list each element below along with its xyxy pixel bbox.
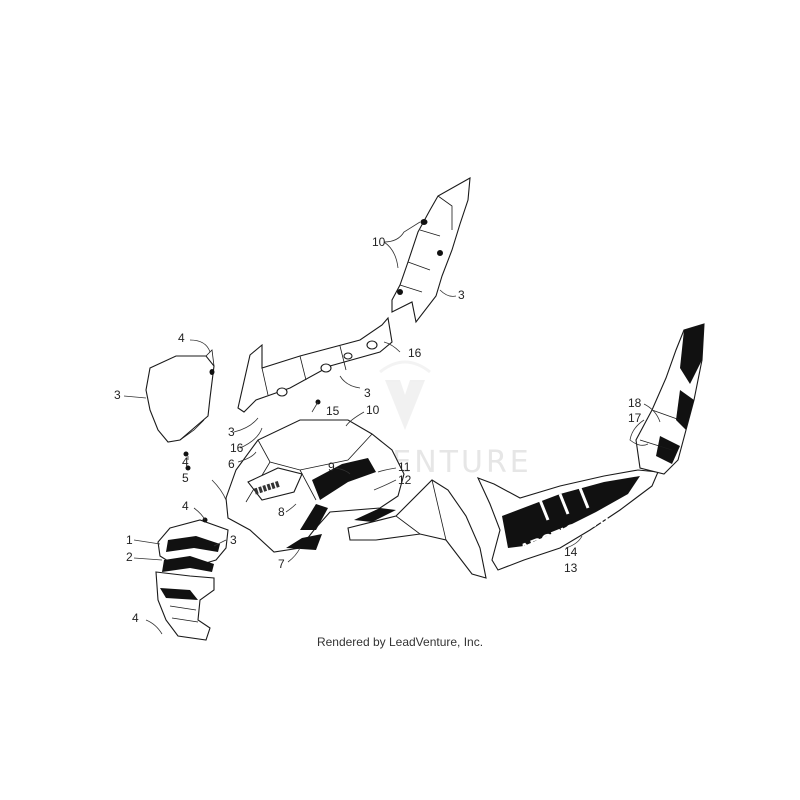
callout-15: 15	[326, 404, 340, 418]
callout-12: 12	[398, 473, 412, 487]
callout-1: 1	[126, 533, 133, 547]
callout-9: 9	[328, 460, 335, 474]
upper-side-panel	[391, 177, 471, 324]
callout-4: 4	[132, 611, 139, 625]
callout-17: 17	[628, 411, 642, 425]
callout-8: 8	[278, 505, 285, 519]
callout-10: 10	[366, 403, 380, 417]
callout-14: 14	[564, 545, 578, 559]
callout-3: 3	[458, 288, 465, 302]
callout-3: 3	[114, 388, 121, 402]
hood-stripe-decal	[286, 458, 376, 550]
callout-3: 3	[230, 533, 237, 547]
callout-10: 10	[372, 235, 386, 249]
callout-2: 2	[126, 550, 133, 564]
middle-brace-panel	[237, 316, 393, 413]
left-small-panel	[145, 349, 215, 457]
rear-tall-panel	[635, 323, 705, 475]
front-grille	[155, 519, 229, 641]
callout-16: 16	[230, 441, 244, 455]
callout-3: 3	[364, 386, 371, 400]
callout-labels: 10 3 16 4 3 3 15 10 3 16 6 4 5 9 11 12 8…	[114, 235, 642, 625]
callout-13: 13	[564, 561, 578, 575]
callout-4: 4	[178, 331, 185, 345]
leader-lines	[123, 221, 661, 635]
callout-18: 18	[628, 396, 642, 410]
callout-16: 16	[408, 346, 422, 360]
callout-7: 7	[278, 557, 285, 571]
callout-6: 6	[228, 457, 235, 471]
watermark-logo	[379, 360, 431, 430]
callout-4: 4	[182, 455, 189, 469]
center-fender	[347, 479, 487, 579]
callout-5: 5	[182, 471, 189, 485]
callout-3: 3	[228, 425, 235, 439]
rendered-by-credit: Rendered by LeadVenture, Inc.	[317, 635, 483, 649]
callout-4: 4	[182, 499, 189, 513]
callout-11: 11	[398, 460, 411, 474]
